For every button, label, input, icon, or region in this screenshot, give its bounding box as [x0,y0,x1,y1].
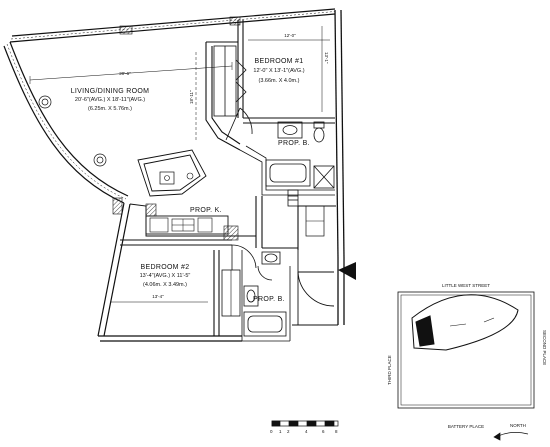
scale-bar [271,420,339,427]
exterior-lower-wall [97,197,242,342]
living-room-name: LIVING/DINING ROOM [70,88,150,95]
entry-arrow [338,262,356,280]
scale-tick-4: 4 [305,429,308,434]
living-room-dims-metric: (6.25m. X 5.76m.) [87,106,133,112]
bedroom1-closet [213,45,247,117]
bedroom1-name: BEDROOM #1 [254,58,304,65]
exterior-right-wall [334,9,345,259]
street-bottom-label: BATTERY PLACE [447,424,485,429]
kitchen-label: PROP. K. [190,207,222,214]
bedroom2-walls [120,239,241,336]
living-room-dim-vertical: 18'-11" [189,90,194,104]
bedroom2-name: BEDROOM #2 [140,264,190,271]
street-left-label: THIRD PLACE [387,355,392,385]
bedroom1-dims-metric: (3.66m. X 4.0m.) [258,78,300,84]
scale-tick-8: 8 [335,429,338,434]
plants [38,95,107,167]
scale-tick-6: 6 [322,429,325,434]
bedroom1-dims-imperial: 12'-0" X 13'-1"(AVG.) [253,68,305,74]
street-top-label: LITTLE WEST STREET [442,283,490,288]
north-arrow [493,432,529,441]
living-room-dim-horizontal: 20'-6" [119,71,131,76]
bedroom2-dim-horizontal: 13'-4" [152,294,164,299]
bath1-label: PROP. B. [278,140,310,147]
living-room-dims-imperial: 20'-6"(AVG.) X 18'-11"(AVG.) [74,97,146,103]
bedroom1-dim-vertical: 13'-1" [324,52,329,64]
bedroom2-door [231,244,257,270]
kitchen-island [137,149,207,197]
entry-door [292,250,345,326]
scale-tick-2: 2 [287,429,290,434]
scale-tick-1: 1 [279,429,282,434]
bedroom2-dims-imperial: 13'-4"(AVG.) X 11'-5" [139,273,191,279]
exterior-curved-wall [3,41,129,204]
bedroom2-dims-metric: (4.06m. X 3.49m.) [142,282,188,288]
bedroom1-dim-horizontal: 12'-0" [284,33,296,38]
exterior-top-wall [9,8,336,43]
dimension-lines [29,26,330,303]
bath2-fixtures [241,250,291,342]
bedroom1-walls [205,20,335,151]
scale-tick-0: 0 [270,429,273,434]
hallway-walls [230,196,336,250]
north-label: NORTH [510,423,526,428]
bedroom1-door [225,107,253,141]
street-right-label: SECOND PLACE [542,330,547,366]
bath2-label: PROP. B. [253,296,285,303]
site-plan [397,291,535,409]
bath1-fixtures [239,121,335,207]
